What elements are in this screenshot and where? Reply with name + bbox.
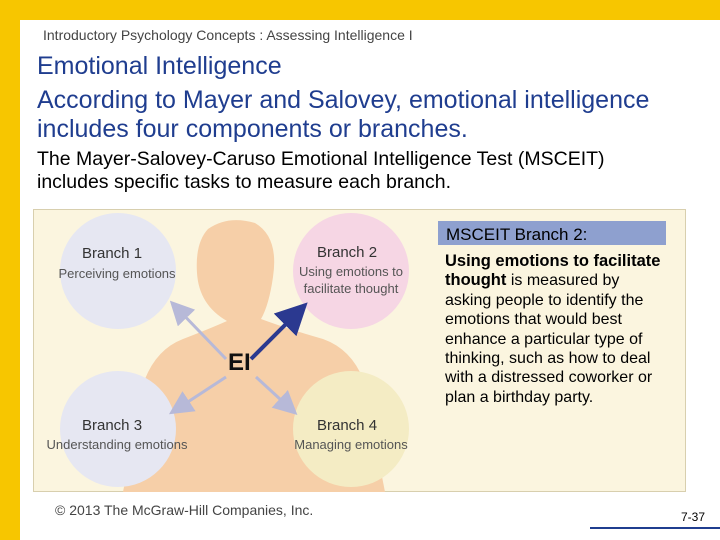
arrow-to-branch-1 xyxy=(169,300,228,361)
branch-2-desc: Using emotions to facilitate thought xyxy=(298,264,404,296)
branch-2-label: Branch 2 xyxy=(317,244,378,261)
slide-subtitle: Introductory Psychology Concepts : Asses… xyxy=(43,27,413,43)
slide-body-text-2: The Mayer-Salovey-Caruso Emotional Intel… xyxy=(37,148,605,193)
slide-title: Emotional Intelligence xyxy=(37,52,282,80)
msceit-header-text: MSCEIT Branch 2: xyxy=(446,225,588,244)
branch-3-label: Branch 3 xyxy=(82,417,143,434)
branch-3-desc: Understanding emotions xyxy=(46,437,188,452)
branch-4-desc: Managing emotions xyxy=(294,437,408,452)
branch-4-circle xyxy=(293,371,409,487)
msceit-header: MSCEIT Branch 2: xyxy=(438,221,666,245)
copyright: © 2013 The McGraw-Hill Companies, Inc. xyxy=(55,502,314,518)
branch-3-circle xyxy=(60,371,176,487)
page-number: 7-37 xyxy=(681,510,706,524)
left-accent-bar xyxy=(0,0,20,540)
msceit-description: Using emotions to facilitate thought is … xyxy=(445,252,670,407)
msceit-highlight: Using emotions to facilitate thought xyxy=(445,252,661,290)
slide-body-text-1: According to Mayer and Salovey, emotiona… xyxy=(37,86,650,143)
branch-2-circle xyxy=(293,213,409,329)
ei-center-label: EI xyxy=(228,349,251,376)
top-accent-bar xyxy=(0,0,720,20)
msceit-body: is measured by asking people to identify… xyxy=(445,272,653,406)
arrow-to-branch-2 xyxy=(249,302,308,361)
branch-1-label: Branch 1 xyxy=(82,245,143,262)
branch-1-desc: Perceiving emotions xyxy=(58,266,176,281)
ei-diagram xyxy=(60,213,409,492)
branch-4-label: Branch 4 xyxy=(317,417,378,434)
arrow-to-branch-4 xyxy=(254,375,298,416)
arrow-to-branch-3 xyxy=(168,375,227,415)
page-number-underline xyxy=(590,527,720,529)
branch-1-circle xyxy=(60,213,176,329)
